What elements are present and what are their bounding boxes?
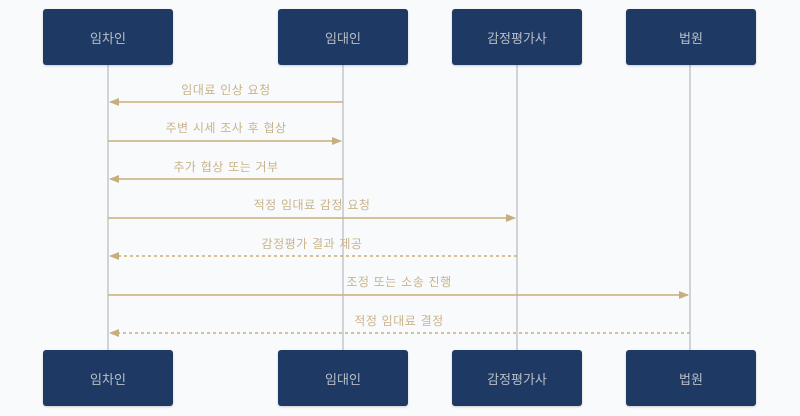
actor-label: 법원 [679, 372, 703, 388]
actor-label: 임대인 [325, 372, 361, 388]
actor-label: 법원 [679, 31, 703, 47]
actor-appraiser-bottom: 감정평가사 [452, 350, 582, 406]
actor-label: 임대인 [325, 31, 361, 47]
actor-label: 임차인 [90, 372, 126, 388]
actor-court-top: 법원 [626, 9, 756, 65]
message-label-6: 조정 또는 소송 진행 [346, 275, 452, 289]
message-label-4: 적정 임대료 감정 요청 [253, 198, 371, 212]
actor-label: 감정평가사 [487, 372, 547, 388]
message-label-7: 적정 임대료 결정 [354, 314, 444, 328]
message-label-5: 감정평가 결과 제공 [261, 237, 363, 251]
actor-appraiser-top: 감정평가사 [452, 9, 582, 65]
actor-label: 임차인 [90, 31, 126, 47]
actor-court-bottom: 법원 [626, 350, 756, 406]
message-label-1: 임대료 인상 요청 [181, 83, 271, 97]
message-label-2: 주변 시세 조사 후 협상 [165, 121, 287, 135]
actor-landlord-bottom: 임대인 [278, 350, 408, 406]
actor-tenant-top: 임차인 [43, 9, 173, 65]
message-label-3: 추가 협상 또는 거부 [173, 160, 279, 174]
actor-tenant-bottom: 임차인 [43, 350, 173, 406]
actor-label: 감정평가사 [487, 31, 547, 47]
actor-landlord-top: 임대인 [278, 9, 408, 65]
